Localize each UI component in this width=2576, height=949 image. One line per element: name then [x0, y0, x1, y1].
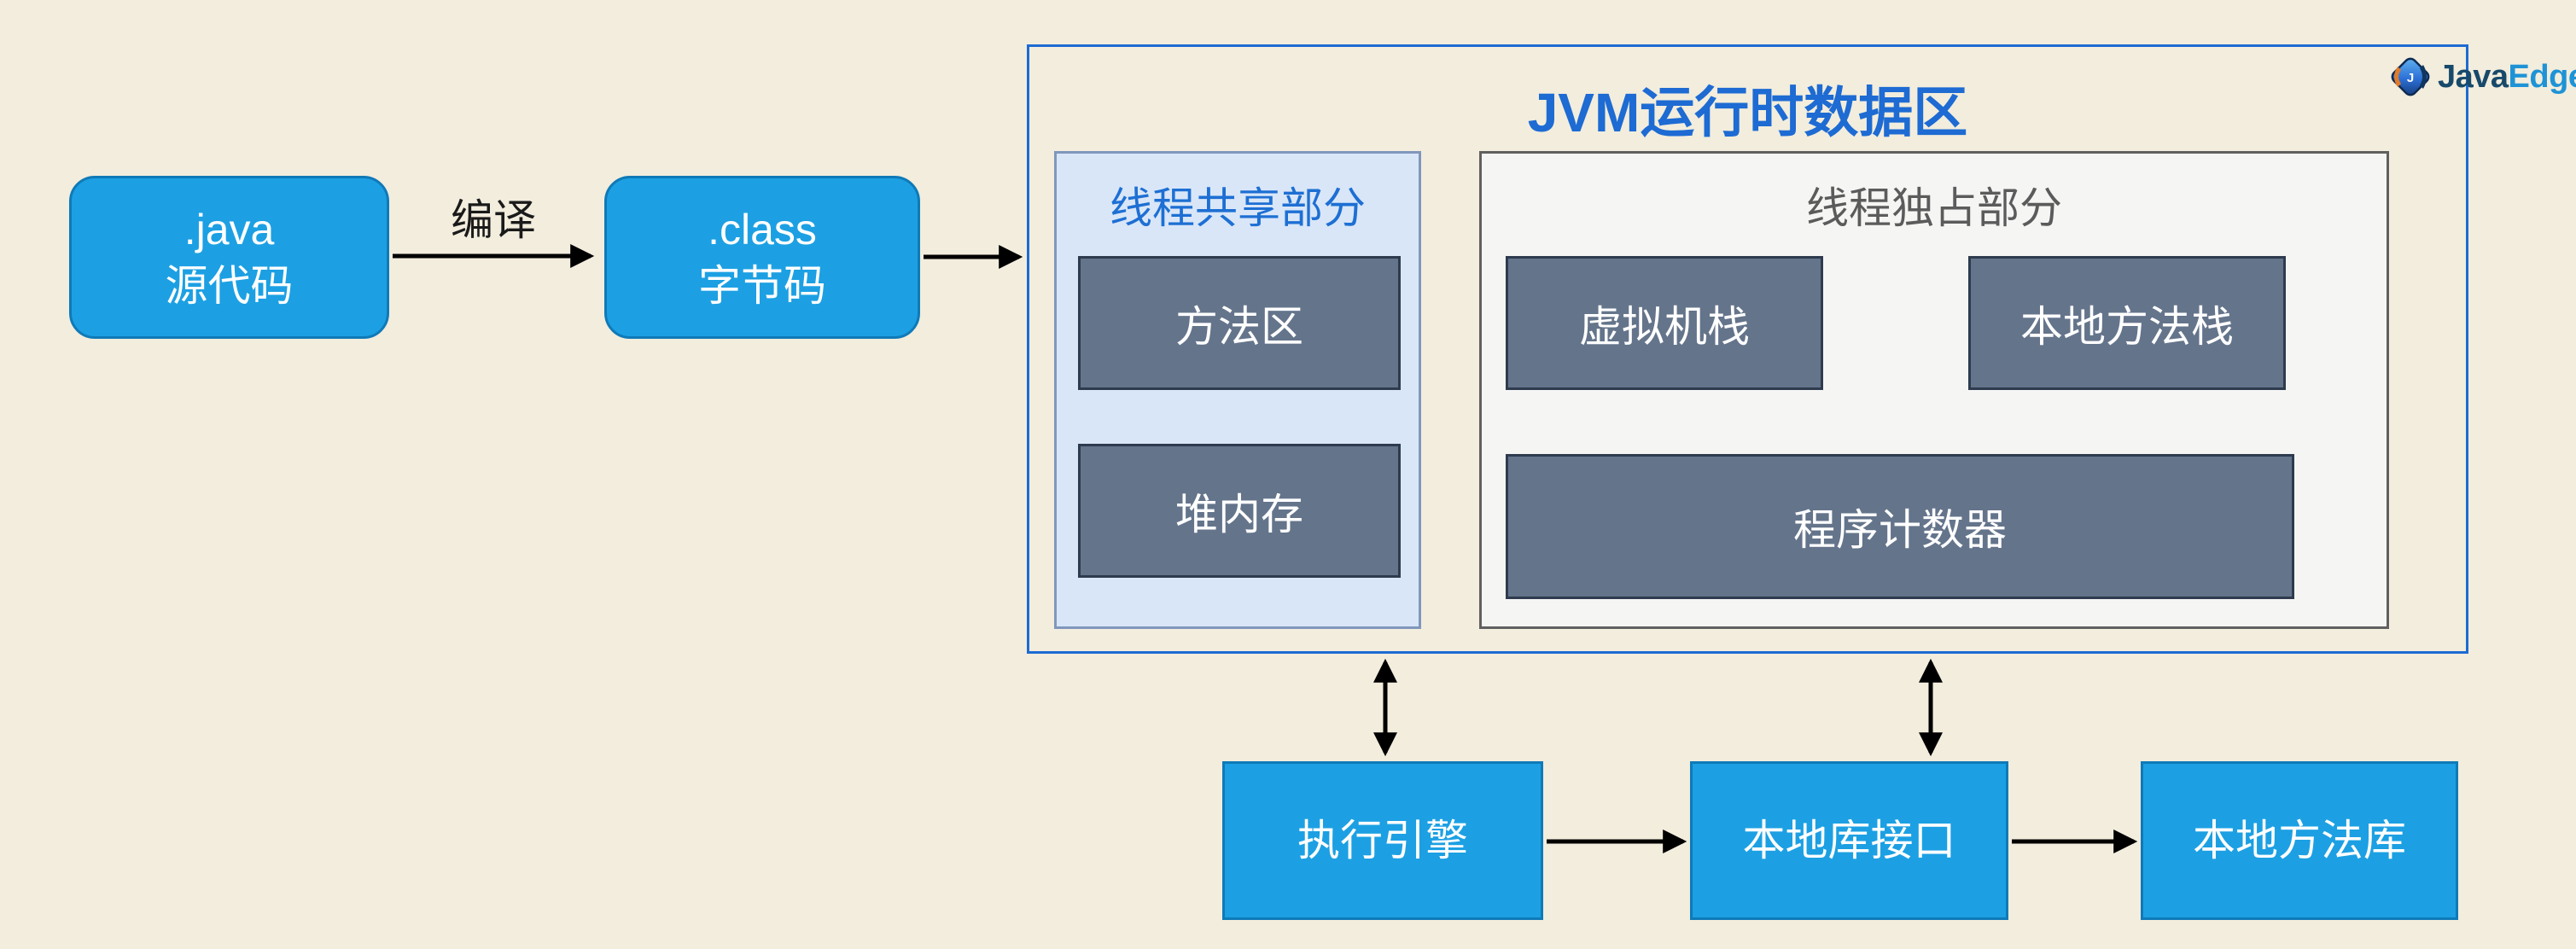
class-bytecode-box: .class 字节码 — [604, 176, 920, 339]
execution-engine-label: 执行引擎 — [1297, 817, 1468, 865]
svg-text:J: J — [2407, 71, 2414, 85]
method-area-box: 方法区 — [1078, 256, 1401, 390]
brand-logo-text: JavaEdge — [2438, 59, 2576, 96]
jvm-runtime-area-title: JVM运行时数据区 — [1527, 82, 1968, 143]
native-library-interface-label: 本地库接口 — [1742, 817, 1956, 865]
jvm-runtime-area-box: JVM运行时数据区 线程共享部分 方法区 堆内存 线程独占部分 虚拟机栈 本地方… — [1027, 44, 2468, 654]
java-source-line2: 源代码 — [165, 261, 294, 310]
vm-stack-box: 虚拟机栈 — [1506, 256, 1823, 390]
native-method-stack-box: 本地方法栈 — [1968, 256, 2286, 390]
compile-label: 编译 — [451, 196, 536, 244]
thread-shared-title: 线程共享部分 — [1110, 184, 1366, 232]
javaedge-logo-icon: J — [2391, 57, 2430, 96]
java-source-box: .java 源代码 — [69, 176, 389, 339]
execution-engine-box: 执行引擎 — [1222, 761, 1543, 920]
brand-logo: J JavaEdge — [2390, 53, 2576, 101]
heap-memory-box: 堆内存 — [1078, 444, 1401, 578]
thread-shared-panel: 线程共享部分 方法区 堆内存 — [1054, 151, 1421, 629]
class-bytecode-line1: .class — [708, 205, 817, 253]
brand-logo-edge: Edge — [2508, 58, 2576, 95]
native-method-library-label: 本地方法库 — [2193, 817, 2406, 865]
class-bytecode-line2: 字节码 — [698, 261, 826, 310]
java-source-line1: .java — [184, 205, 275, 253]
thread-exclusive-panel: 线程独占部分 虚拟机栈 本地方法栈 程序计数器 — [1479, 151, 2389, 629]
native-method-library-box: 本地方法库 — [2141, 761, 2458, 920]
brand-logo-java: Java — [2438, 58, 2509, 95]
native-library-interface-box: 本地库接口 — [1690, 761, 2008, 920]
thread-exclusive-title: 线程独占部分 — [1806, 184, 2062, 232]
program-counter-box: 程序计数器 — [1506, 454, 2294, 599]
